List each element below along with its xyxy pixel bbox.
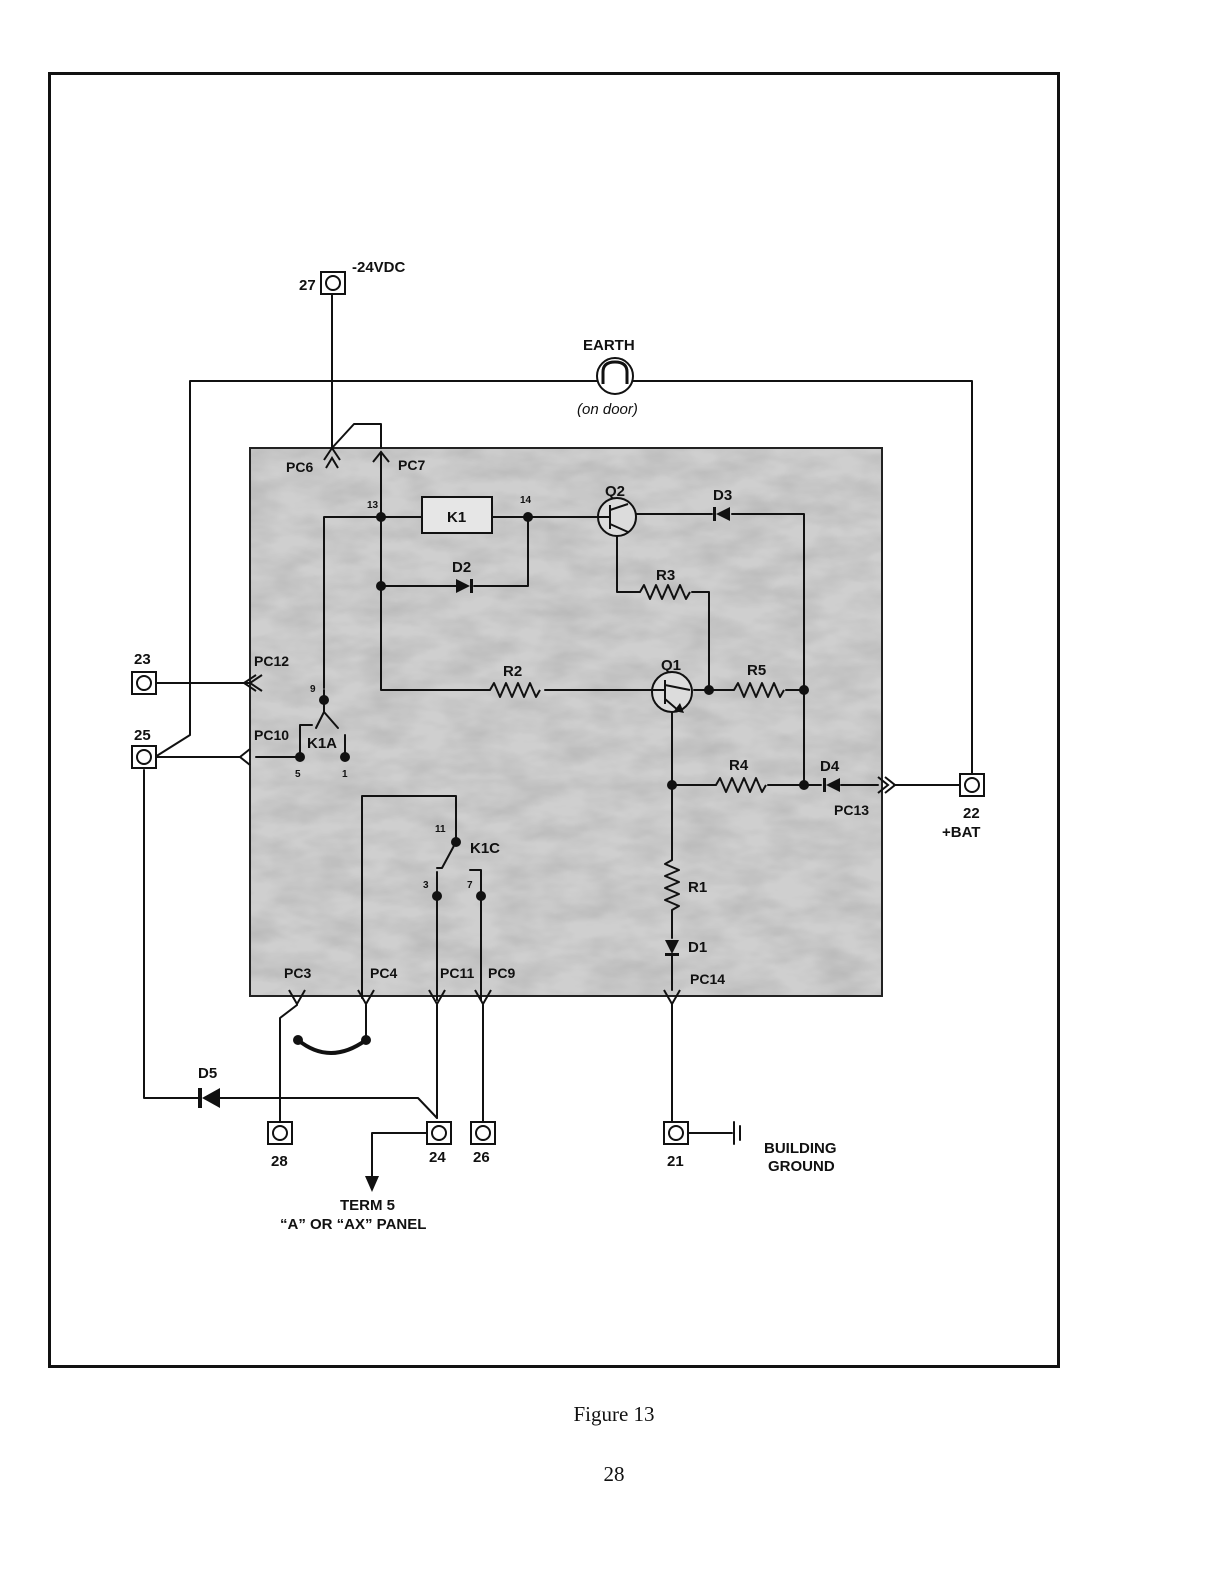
terminal-25 [132, 746, 156, 768]
node-r5-right [799, 685, 809, 695]
node-r4-right [799, 780, 809, 790]
r5-label: R5 [747, 662, 766, 679]
term5-label-2: “A” OR “AX” PANEL [280, 1216, 426, 1233]
k1-label: K1 [447, 509, 466, 526]
pin-14-label: 14 [520, 495, 532, 506]
terminal-28 [268, 1122, 292, 1144]
terminal-28-label: 28 [271, 1153, 288, 1170]
q1-transistor [652, 672, 692, 713]
terminal-27-label: 27 [299, 277, 316, 294]
pc4-label: PC4 [370, 965, 397, 981]
term5-arrow [365, 1176, 379, 1192]
q2-transistor [598, 498, 636, 536]
terminal-23-label: 23 [134, 651, 151, 668]
circuit-board [250, 448, 882, 996]
node-k1a-5 [295, 752, 305, 762]
pin-13-label: 13 [367, 500, 379, 511]
d2-label: D2 [452, 559, 471, 576]
node-k1a-1 [340, 752, 350, 762]
terminal-21 [664, 1122, 688, 1144]
node-k1c-3 [432, 891, 442, 901]
terminal-24-label: 24 [429, 1149, 446, 1166]
node-13 [376, 512, 386, 522]
terminal-21-label: 21 [667, 1153, 684, 1170]
pin-5-label: 5 [295, 769, 301, 780]
pin-11-label: 11 [435, 824, 446, 835]
terminal-24 [427, 1122, 451, 1144]
jumper-end-left [293, 1035, 303, 1045]
node-r5-left [704, 685, 714, 695]
terminal-26-label: 26 [473, 1149, 490, 1166]
pc12-label: PC12 [254, 653, 289, 669]
node-14 [523, 512, 533, 522]
figure-caption: Figure 13 [0, 1402, 1228, 1427]
pc6-label: PC6 [286, 459, 313, 475]
pin-3-label: 3 [423, 880, 429, 891]
node-k1a-9 [319, 695, 329, 705]
page-number: 28 [0, 1462, 1228, 1487]
jumper-pc3-pc4 [298, 1040, 366, 1053]
q1-label: Q1 [661, 657, 681, 674]
pc11-label: PC11 [440, 965, 474, 981]
earth-label: EARTH [583, 337, 635, 354]
node-k1c-7 [476, 891, 486, 901]
r4-label: R4 [729, 757, 749, 774]
wire-24-term5 [372, 1133, 427, 1178]
r1-label: R1 [688, 879, 707, 896]
terminal-23 [132, 672, 156, 694]
schematic-diagram: -24VDC EARTH (on door) +BAT BUILDING GRO… [0, 0, 1228, 1400]
bat-label: +BAT [942, 824, 980, 841]
terminal-22 [960, 774, 984, 796]
wire-pc6-pc7 [332, 424, 381, 448]
d4-label: D4 [820, 758, 840, 775]
k1c-label: K1C [470, 840, 500, 857]
node-r4-left [667, 780, 677, 790]
pc13-label: PC13 [834, 802, 869, 818]
terminal-26 [471, 1122, 495, 1144]
pc10-label: PC10 [254, 727, 289, 743]
pc14-label: PC14 [690, 971, 725, 987]
jumper-end-right [361, 1035, 371, 1045]
building-ground-label-1: BUILDING [764, 1140, 837, 1157]
wire-ground [688, 1122, 740, 1144]
r2-label: R2 [503, 663, 522, 680]
pc3-label: PC3 [284, 965, 311, 981]
node-k1c-11 [451, 837, 461, 847]
pc9-label: PC9 [488, 965, 515, 981]
building-ground-label-2: GROUND [768, 1158, 835, 1175]
d5-label: D5 [198, 1065, 217, 1082]
q2-label: Q2 [605, 483, 625, 500]
pin-1-label: 1 [342, 769, 348, 780]
d1-label: D1 [688, 939, 707, 956]
earth-note: (on door) [577, 401, 638, 418]
pin-9-label: 9 [310, 684, 316, 695]
term5-label-1: TERM 5 [340, 1197, 395, 1214]
supply-label: -24VDC [352, 259, 406, 276]
terminal-25-label: 25 [134, 727, 151, 744]
pc10-chevron [240, 749, 250, 765]
k1a-label: K1A [307, 735, 337, 752]
r3-label: R3 [656, 567, 675, 584]
terminal-27 [321, 272, 345, 294]
terminal-22-label: 22 [963, 805, 980, 822]
d3-label: D3 [713, 487, 732, 504]
wire-pc3-28 [280, 1005, 297, 1122]
node-d2 [376, 581, 386, 591]
pc7-label: PC7 [398, 457, 425, 473]
d5-symbol [202, 1088, 220, 1108]
earth-symbol [597, 358, 633, 394]
pin-7-label: 7 [467, 880, 473, 891]
